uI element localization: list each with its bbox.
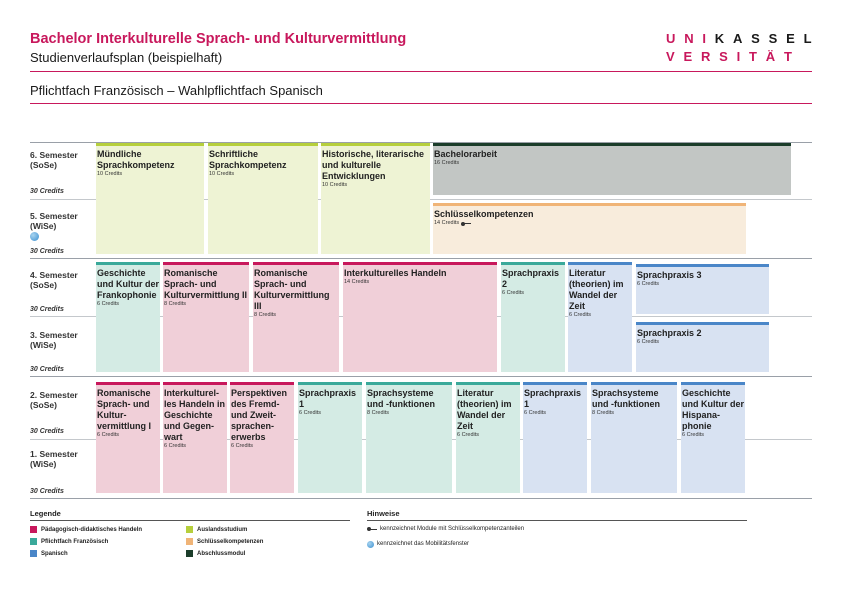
legend-swatch-orange bbox=[186, 538, 193, 545]
semester-2-label: 2. Semester (SoSe) bbox=[30, 390, 78, 410]
legend-swatch-pink bbox=[30, 526, 37, 533]
module-sprachsysteme-es: Sprachsysteme und -funktionen 8 Credits bbox=[591, 382, 677, 493]
semester-6-credits: 30 Credits bbox=[30, 188, 64, 195]
module-interkulturelles-handeln: Interkulturelles Handeln 14 Credits bbox=[343, 262, 497, 372]
module-sprachpraxis-1-fr: Sprachpraxis 1 6 Credits bbox=[298, 382, 362, 493]
header-rule bbox=[30, 71, 812, 72]
semester-5-credits: 30 Credits bbox=[30, 248, 64, 255]
module-romanische-kulturvermittlung-3: Romanische Sprach- und Kulturvermittlung… bbox=[253, 262, 339, 372]
hint-globe: kennzeichnet das Mobilitätsfenster bbox=[367, 540, 469, 548]
legend-item-abschlussmodul: Abschlussmodul bbox=[186, 550, 245, 557]
grid-line-s3 bbox=[30, 376, 812, 377]
module-sprachsysteme-fr: Sprachsysteme und -funktionen 8 Credits bbox=[366, 382, 452, 493]
semester-4-credits: 30 Credits bbox=[30, 306, 64, 313]
module-romanische-kulturvermittlung-2: Romanische Sprach- und Kulturvermittlung… bbox=[163, 262, 249, 372]
legend-item-franzoesisch: Pflichtfach Französisch bbox=[30, 538, 108, 545]
legend-item-spanisch: Spanisch bbox=[30, 550, 68, 557]
hints-rule bbox=[367, 520, 747, 521]
topic-rule bbox=[30, 103, 812, 104]
legend-rule bbox=[30, 520, 350, 521]
module-perspektiven-spracherwerb: Perspektiven des Fremd- und Zweit- sprac… bbox=[230, 382, 294, 493]
legend-swatch-dark bbox=[186, 550, 193, 557]
subject-combination: Pflichtfach Französisch – Wahlpflichtfac… bbox=[30, 83, 323, 98]
module-sprachpraxis-2-fr: Sprachpraxis 2 6 Credits bbox=[501, 262, 565, 372]
module-schluesselkompetenzen: Schlüsselkompetenzen 14 Credits bbox=[433, 203, 746, 254]
legend-swatch-green bbox=[186, 526, 193, 533]
module-muendliche-sprachkompetenz: Mündliche Sprachkompetenz 10 Credits bbox=[96, 143, 204, 254]
semester-5-label: 5. Semester (WiSe) bbox=[30, 211, 78, 243]
semester-6-label: 6. Semester (SoSe) bbox=[30, 150, 78, 170]
hint-key: kennzeichnet Module mit Schlüsselkompete… bbox=[367, 526, 524, 532]
grid-line-s1 bbox=[30, 498, 812, 499]
module-schriftliche-sprachkompetenz: Schriftliche Sprachkompetenz 10 Credits bbox=[208, 143, 318, 254]
module-literatur-wandel-fr: Literatur (theorien) im Wandel der Zeit … bbox=[456, 382, 520, 493]
module-literatur-wandel-es: Literatur (theorien) im Wandel der Zeit … bbox=[568, 262, 632, 372]
semester-1-label: 1. Semester (WiSe) bbox=[30, 449, 78, 469]
legend-item-paedagogik: Pädagogisch-didaktisches Handeln bbox=[30, 526, 142, 533]
legend-swatch-blue bbox=[30, 550, 37, 557]
module-geschichte-kultur-hispanophonie: Geschichte und Kultur der Hispana- phoni… bbox=[681, 382, 745, 493]
semester-4-label: 4. Semester (SoSe) bbox=[30, 270, 78, 290]
key-icon bbox=[367, 527, 377, 531]
legend-title: Legende bbox=[30, 509, 61, 518]
semester-3-credits: 30 Credits bbox=[30, 366, 64, 373]
module-interkulturelles-handeln-geschichte: Interkulturel- les Handeln in Geschichte… bbox=[163, 382, 227, 493]
mobility-globe-icon bbox=[30, 232, 39, 241]
legend-item-schluesselkompetenzen: Schlüsselkompetenzen bbox=[186, 538, 263, 545]
semester-3-label: 3. Semester (WiSe) bbox=[30, 330, 78, 350]
semester-2-credits: 30 Credits bbox=[30, 428, 64, 435]
module-geschichte-kultur-frankophonie: Geschichte und Kultur der Frankophonie 6… bbox=[96, 262, 160, 372]
module-sprachpraxis-1-es: Sprachpraxis 1 6 Credits bbox=[523, 382, 587, 493]
key-icon bbox=[461, 221, 472, 226]
grid-line-s5 bbox=[30, 258, 812, 259]
module-sprachpraxis-3-es: Sprachpraxis 3 6 Credits bbox=[636, 264, 769, 314]
semester-1-credits: 30 Credits bbox=[30, 488, 64, 495]
grid-line-top bbox=[30, 142, 812, 143]
module-historische-entwicklungen: Historische, literarische und kulturelle… bbox=[321, 143, 430, 254]
legend-item-auslandsstudium: Auslandsstudium bbox=[186, 526, 247, 533]
university-logo-line2: VERSITÄT bbox=[666, 49, 801, 64]
page-subtitle: Studienverlaufsplan (beispielhaft) bbox=[30, 50, 223, 65]
globe-icon bbox=[367, 541, 374, 548]
page-title: Bachelor Interkulturelle Sprach- und Kul… bbox=[30, 31, 407, 47]
module-romanische-kulturvermittlung-1: Romanische Sprach- und Kultur- vermittlu… bbox=[96, 382, 160, 493]
legend-swatch-teal bbox=[30, 538, 37, 545]
module-sprachpraxis-2-es: Sprachpraxis 2 6 Credits bbox=[636, 322, 769, 372]
university-logo: UNIKASSEL bbox=[666, 31, 821, 46]
hints-title: Hinweise bbox=[367, 509, 400, 518]
module-bachelorarbeit: Bachelorarbeit 16 Credits bbox=[433, 143, 791, 195]
